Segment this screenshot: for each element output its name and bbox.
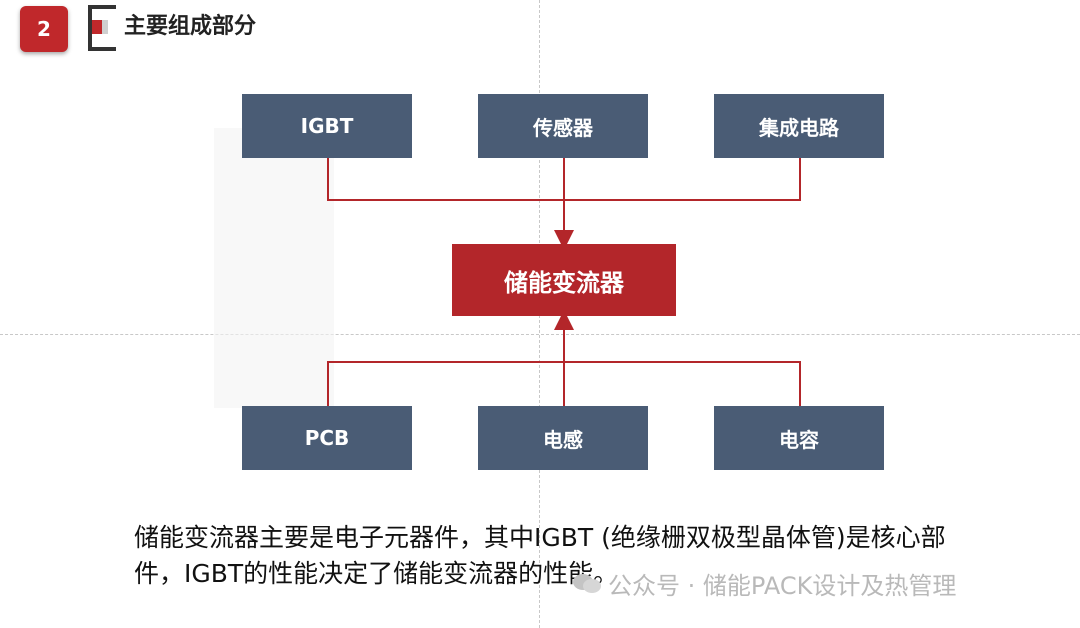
watermark: 公众号 · 储能PACK设计及热管理 (572, 566, 956, 601)
horizontal-guide-line (0, 334, 1080, 335)
watermark-text: 公众号 · 储能PACK设计及热管理 (608, 572, 957, 600)
section-title: 主要组成部分 (124, 14, 257, 39)
bracket-icon (88, 5, 116, 51)
node-capacitor: 电容 (714, 406, 884, 470)
node-inductor: 电感 (478, 406, 648, 470)
wechat-icon (573, 573, 601, 593)
diagram-background (214, 128, 334, 408)
node-energy-storage-converter: 储能变流器 (452, 244, 676, 316)
section-number-badge: 2 (20, 6, 68, 52)
node-pcb: PCB (242, 406, 412, 470)
node-igbt: IGBT (242, 94, 412, 158)
description-text: 储能变流器主要是电子元器件，其中IGBT (绝缘栅双极型晶体管)是核心部件，IG… (134, 523, 946, 588)
node-sensor: 传感器 (478, 94, 648, 158)
node-integrated-circuit: 集成电路 (714, 94, 884, 158)
